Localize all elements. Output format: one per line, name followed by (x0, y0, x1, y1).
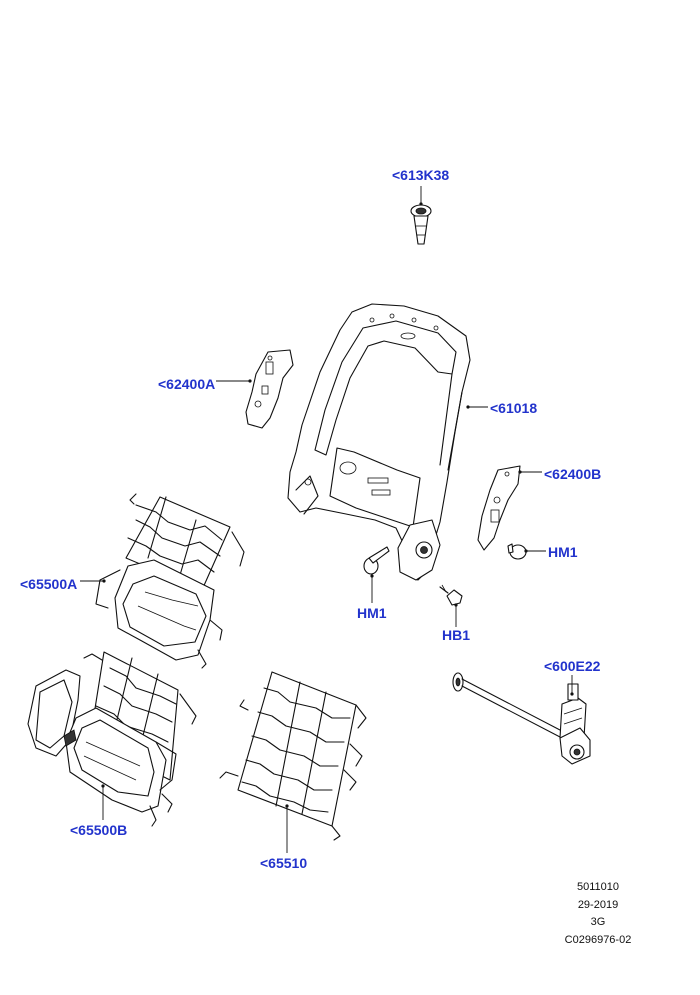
recliner-motor-assembly-part (452, 672, 591, 765)
leader-lines (80, 186, 574, 853)
trim-plate-right-part (477, 465, 521, 551)
diagram-ref-number: 5011010 (576, 881, 619, 893)
callout-65500B[interactable]: <65500B (70, 822, 128, 838)
bolt-part (439, 584, 463, 606)
spring-mat-part (219, 671, 367, 841)
diagram-ref-id: C0296976-02 (564, 934, 632, 946)
callout-61018[interactable]: <61018 (490, 400, 538, 416)
diagram-ref-code: 3G (590, 916, 606, 928)
lumbar-support-lower-part (27, 651, 197, 827)
seat-back-frame-part (287, 303, 471, 581)
trim-plate-left-part (245, 349, 294, 429)
diagram-ref-date: 29-2019 (577, 899, 619, 911)
callout-62400B[interactable]: <62400B (544, 466, 602, 482)
callout-65500A[interactable]: <65500A (20, 576, 78, 592)
callout-HB1[interactable]: HB1 (442, 627, 471, 643)
callout-600E22[interactable]: <600E22 (544, 658, 601, 674)
callout-62400A[interactable]: <62400A (158, 376, 216, 392)
callout-613K38[interactable]: <613K38 (392, 167, 450, 183)
lumbar-support-upper-part (95, 493, 245, 669)
push-pin-center-part (363, 546, 390, 575)
callout-HM1-right[interactable]: HM1 (548, 544, 578, 560)
callout-65510[interactable]: <65510 (260, 855, 308, 871)
callout-HM1-center[interactable]: HM1 (357, 605, 387, 621)
headrest-guide-part (410, 204, 432, 245)
push-pin-right-part (507, 543, 527, 560)
